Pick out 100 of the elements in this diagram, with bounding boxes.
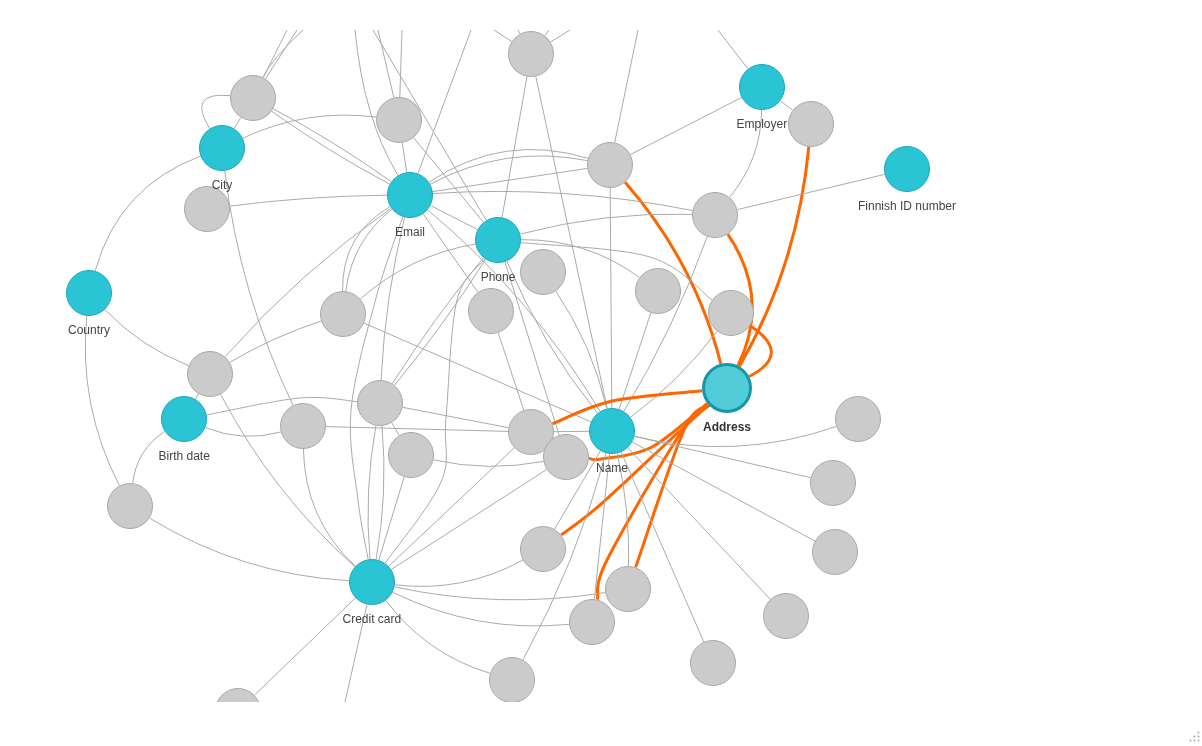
graph-node bbox=[810, 460, 856, 506]
graph-node bbox=[199, 125, 245, 192]
edge-line bbox=[384, 258, 486, 564]
edge-line bbox=[392, 591, 570, 627]
graph-node bbox=[589, 408, 635, 475]
edge-line bbox=[399, 30, 403, 98]
edge-line bbox=[132, 431, 166, 484]
node-label: Email bbox=[395, 225, 425, 239]
node-label: Finnish ID number bbox=[858, 199, 957, 213]
edge-line bbox=[367, 425, 377, 560]
graph-node bbox=[520, 526, 566, 572]
edge-line bbox=[501, 76, 528, 218]
edge-line bbox=[620, 451, 705, 643]
edge-line bbox=[429, 155, 588, 185]
edge-line bbox=[618, 312, 652, 410]
edge-line bbox=[504, 261, 560, 436]
edge-line bbox=[588, 402, 709, 462]
edge-line bbox=[729, 109, 763, 198]
edge-line bbox=[265, 30, 298, 80]
node-label: Name bbox=[596, 461, 628, 475]
edge-line bbox=[748, 324, 773, 378]
edge-line bbox=[544, 30, 550, 37]
edge-line bbox=[623, 236, 708, 412]
edge-line bbox=[551, 389, 703, 426]
graph-node bbox=[388, 432, 434, 478]
edge-line bbox=[354, 30, 399, 176]
edge-line bbox=[614, 30, 639, 143]
edge-line bbox=[254, 597, 356, 696]
edge-line bbox=[390, 469, 548, 570]
edge-line bbox=[506, 260, 598, 414]
edge-line bbox=[149, 517, 350, 582]
graph-node bbox=[158, 396, 210, 463]
graph-node bbox=[66, 270, 112, 337]
edge-line bbox=[372, 30, 487, 221]
edge-line bbox=[609, 187, 613, 409]
edge-line bbox=[493, 30, 513, 42]
edge-line bbox=[717, 30, 749, 70]
edge-line bbox=[195, 393, 199, 400]
graph-node bbox=[763, 593, 809, 639]
graph-node bbox=[376, 97, 422, 143]
edge-line bbox=[627, 447, 771, 600]
edge-line bbox=[633, 426, 837, 448]
graph-node bbox=[107, 483, 153, 529]
edge-line bbox=[242, 114, 377, 139]
edge-line bbox=[553, 430, 590, 433]
graph-node bbox=[280, 403, 326, 449]
graph-node bbox=[508, 31, 554, 77]
edge-line bbox=[233, 117, 242, 129]
node-label: Address bbox=[703, 420, 751, 434]
edge-line bbox=[94, 155, 201, 272]
graph-node bbox=[587, 142, 633, 188]
edge-line bbox=[385, 599, 491, 674]
node-label: Phone bbox=[480, 270, 516, 284]
graph-node bbox=[187, 351, 233, 397]
edge-line bbox=[519, 213, 693, 235]
edge-line bbox=[623, 181, 723, 365]
edge-line bbox=[593, 453, 611, 600]
node-label: Country bbox=[68, 323, 110, 337]
node-label: Birth date bbox=[158, 449, 210, 463]
edge-line bbox=[206, 396, 358, 416]
edge-line bbox=[344, 603, 368, 702]
edge-line bbox=[401, 142, 408, 173]
edge-line bbox=[634, 404, 710, 568]
edge-line bbox=[375, 425, 385, 560]
graph-node bbox=[569, 599, 615, 645]
graph-node bbox=[387, 172, 433, 239]
edge-line bbox=[224, 170, 294, 406]
graph-node bbox=[357, 380, 403, 426]
edge-line bbox=[738, 146, 811, 368]
graph-node bbox=[708, 290, 754, 336]
edge-line bbox=[388, 447, 515, 567]
edge-line bbox=[378, 476, 405, 561]
graph-node bbox=[320, 291, 366, 337]
edge-line bbox=[349, 216, 404, 560]
graph-node bbox=[690, 640, 736, 686]
edge-line bbox=[517, 30, 521, 35]
edge-line bbox=[422, 213, 479, 293]
edge-line bbox=[229, 194, 388, 207]
edge-line bbox=[432, 190, 693, 211]
edge-line bbox=[428, 149, 589, 183]
edge-line bbox=[402, 406, 509, 429]
edge-line bbox=[220, 393, 356, 568]
edge-line bbox=[302, 448, 356, 567]
edge-line bbox=[520, 242, 713, 301]
edge-line bbox=[413, 137, 484, 223]
edge-line bbox=[497, 332, 525, 411]
node-label: Credit card bbox=[342, 612, 402, 626]
graph-node bbox=[812, 529, 858, 575]
edge-line bbox=[779, 100, 794, 111]
edge-line bbox=[633, 435, 812, 479]
edge-line bbox=[520, 239, 640, 278]
edge-line bbox=[522, 452, 607, 661]
graph-node bbox=[635, 268, 681, 314]
graph-node bbox=[692, 192, 738, 238]
edge-line bbox=[595, 404, 710, 600]
edge-line bbox=[555, 290, 608, 410]
edge-line bbox=[535, 76, 608, 409]
graph-node bbox=[342, 559, 402, 626]
edge-line bbox=[726, 233, 754, 367]
graph-node bbox=[489, 657, 535, 702]
